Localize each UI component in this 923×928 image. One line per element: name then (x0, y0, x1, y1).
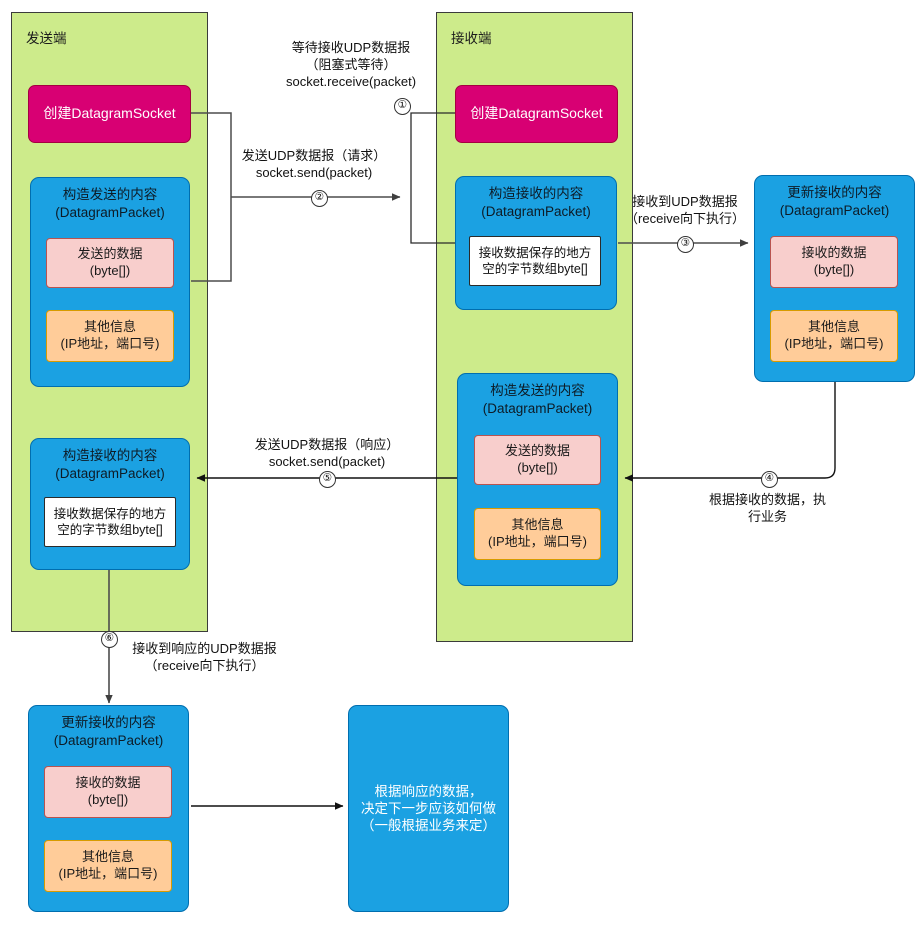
edge-label-5: 发送UDP数据报（响应） socket.send(packet) (254, 437, 400, 469)
edge-label-2: 发送UDP数据报（请求） socket.send(packet) (241, 148, 387, 180)
update-recv-right-header: 更新接收的内容 (DatagramPacket) (779, 185, 890, 218)
update-recv-right-other-info-box[interactable]: 其他信息 (IP地址，端口号) (770, 310, 898, 362)
sender-lane-title: 发送端 (26, 31, 67, 46)
sender-send-data-box[interactable]: 发送的数据 (byte[]) (46, 238, 174, 288)
edge-label-3: 接收到UDP数据报 （receive向下执行） (625, 194, 745, 226)
edge-label-4: 根据接收的数据，执 行业务 (708, 492, 826, 524)
step-marker-4: ④ (761, 471, 778, 488)
sender-create-socket-label: 创建DatagramSocket (43, 105, 176, 122)
sender-other-info-box[interactable]: 其他信息 (IP地址，端口号) (46, 310, 174, 362)
step-marker-6: ⑥ (101, 631, 118, 648)
receiver-send-data-box[interactable]: 发送的数据 (byte[]) (474, 435, 601, 485)
receiver-other-info-box[interactable]: 其他信息 (IP地址，端口号) (474, 508, 601, 560)
edge-label-6: 接收到响应的UDP数据报 （receive向下执行） (132, 641, 277, 673)
step-marker-1: ① (394, 98, 411, 115)
receiver-create-socket-label: 创建DatagramSocket (470, 105, 603, 122)
receiver-create-socket-box[interactable]: 创建DatagramSocket (455, 85, 618, 143)
sender-recv-buffer-box[interactable]: 接收数据保存的地方 空的字节数组byte[] (44, 497, 176, 547)
update-recv-right-data-box[interactable]: 接收的数据 (byte[]) (770, 236, 898, 288)
receiver-build-recv-header: 构造接收的内容 (DatagramPacket) (481, 186, 591, 219)
update-recv-bottom-data-box[interactable]: 接收的数据 (byte[]) (44, 766, 172, 818)
receiver-build-send-header: 构造发送的内容 (DatagramPacket) (482, 383, 593, 416)
update-recv-bottom-header: 更新接收的内容 (DatagramPacket) (53, 715, 164, 748)
sender-create-socket-box[interactable]: 创建DatagramSocket (28, 85, 191, 143)
receiver-lane-title: 接收端 (451, 31, 492, 46)
sender-build-recv-header: 构造接收的内容 (DatagramPacket) (55, 448, 165, 481)
sender-build-send-header: 构造发送的内容 (DatagramPacket) (55, 187, 165, 220)
receiver-recv-buffer-box[interactable]: 接收数据保存的地方 空的字节数组byte[] (469, 236, 601, 286)
final-decision-box[interactable]: 根据响应的数据， 决定下一步应该如何做 （一般根据业务来定） (348, 705, 509, 912)
update-recv-bottom-other-info-box[interactable]: 其他信息 (IP地址，端口号) (44, 840, 172, 892)
step-marker-3: ③ (677, 236, 694, 253)
step-marker-5: ⑤ (319, 471, 336, 488)
step-marker-2: ② (311, 190, 328, 207)
edge-label-1: 等待接收UDP数据报 （阻塞式等待） socket.receive(packet… (285, 40, 417, 89)
